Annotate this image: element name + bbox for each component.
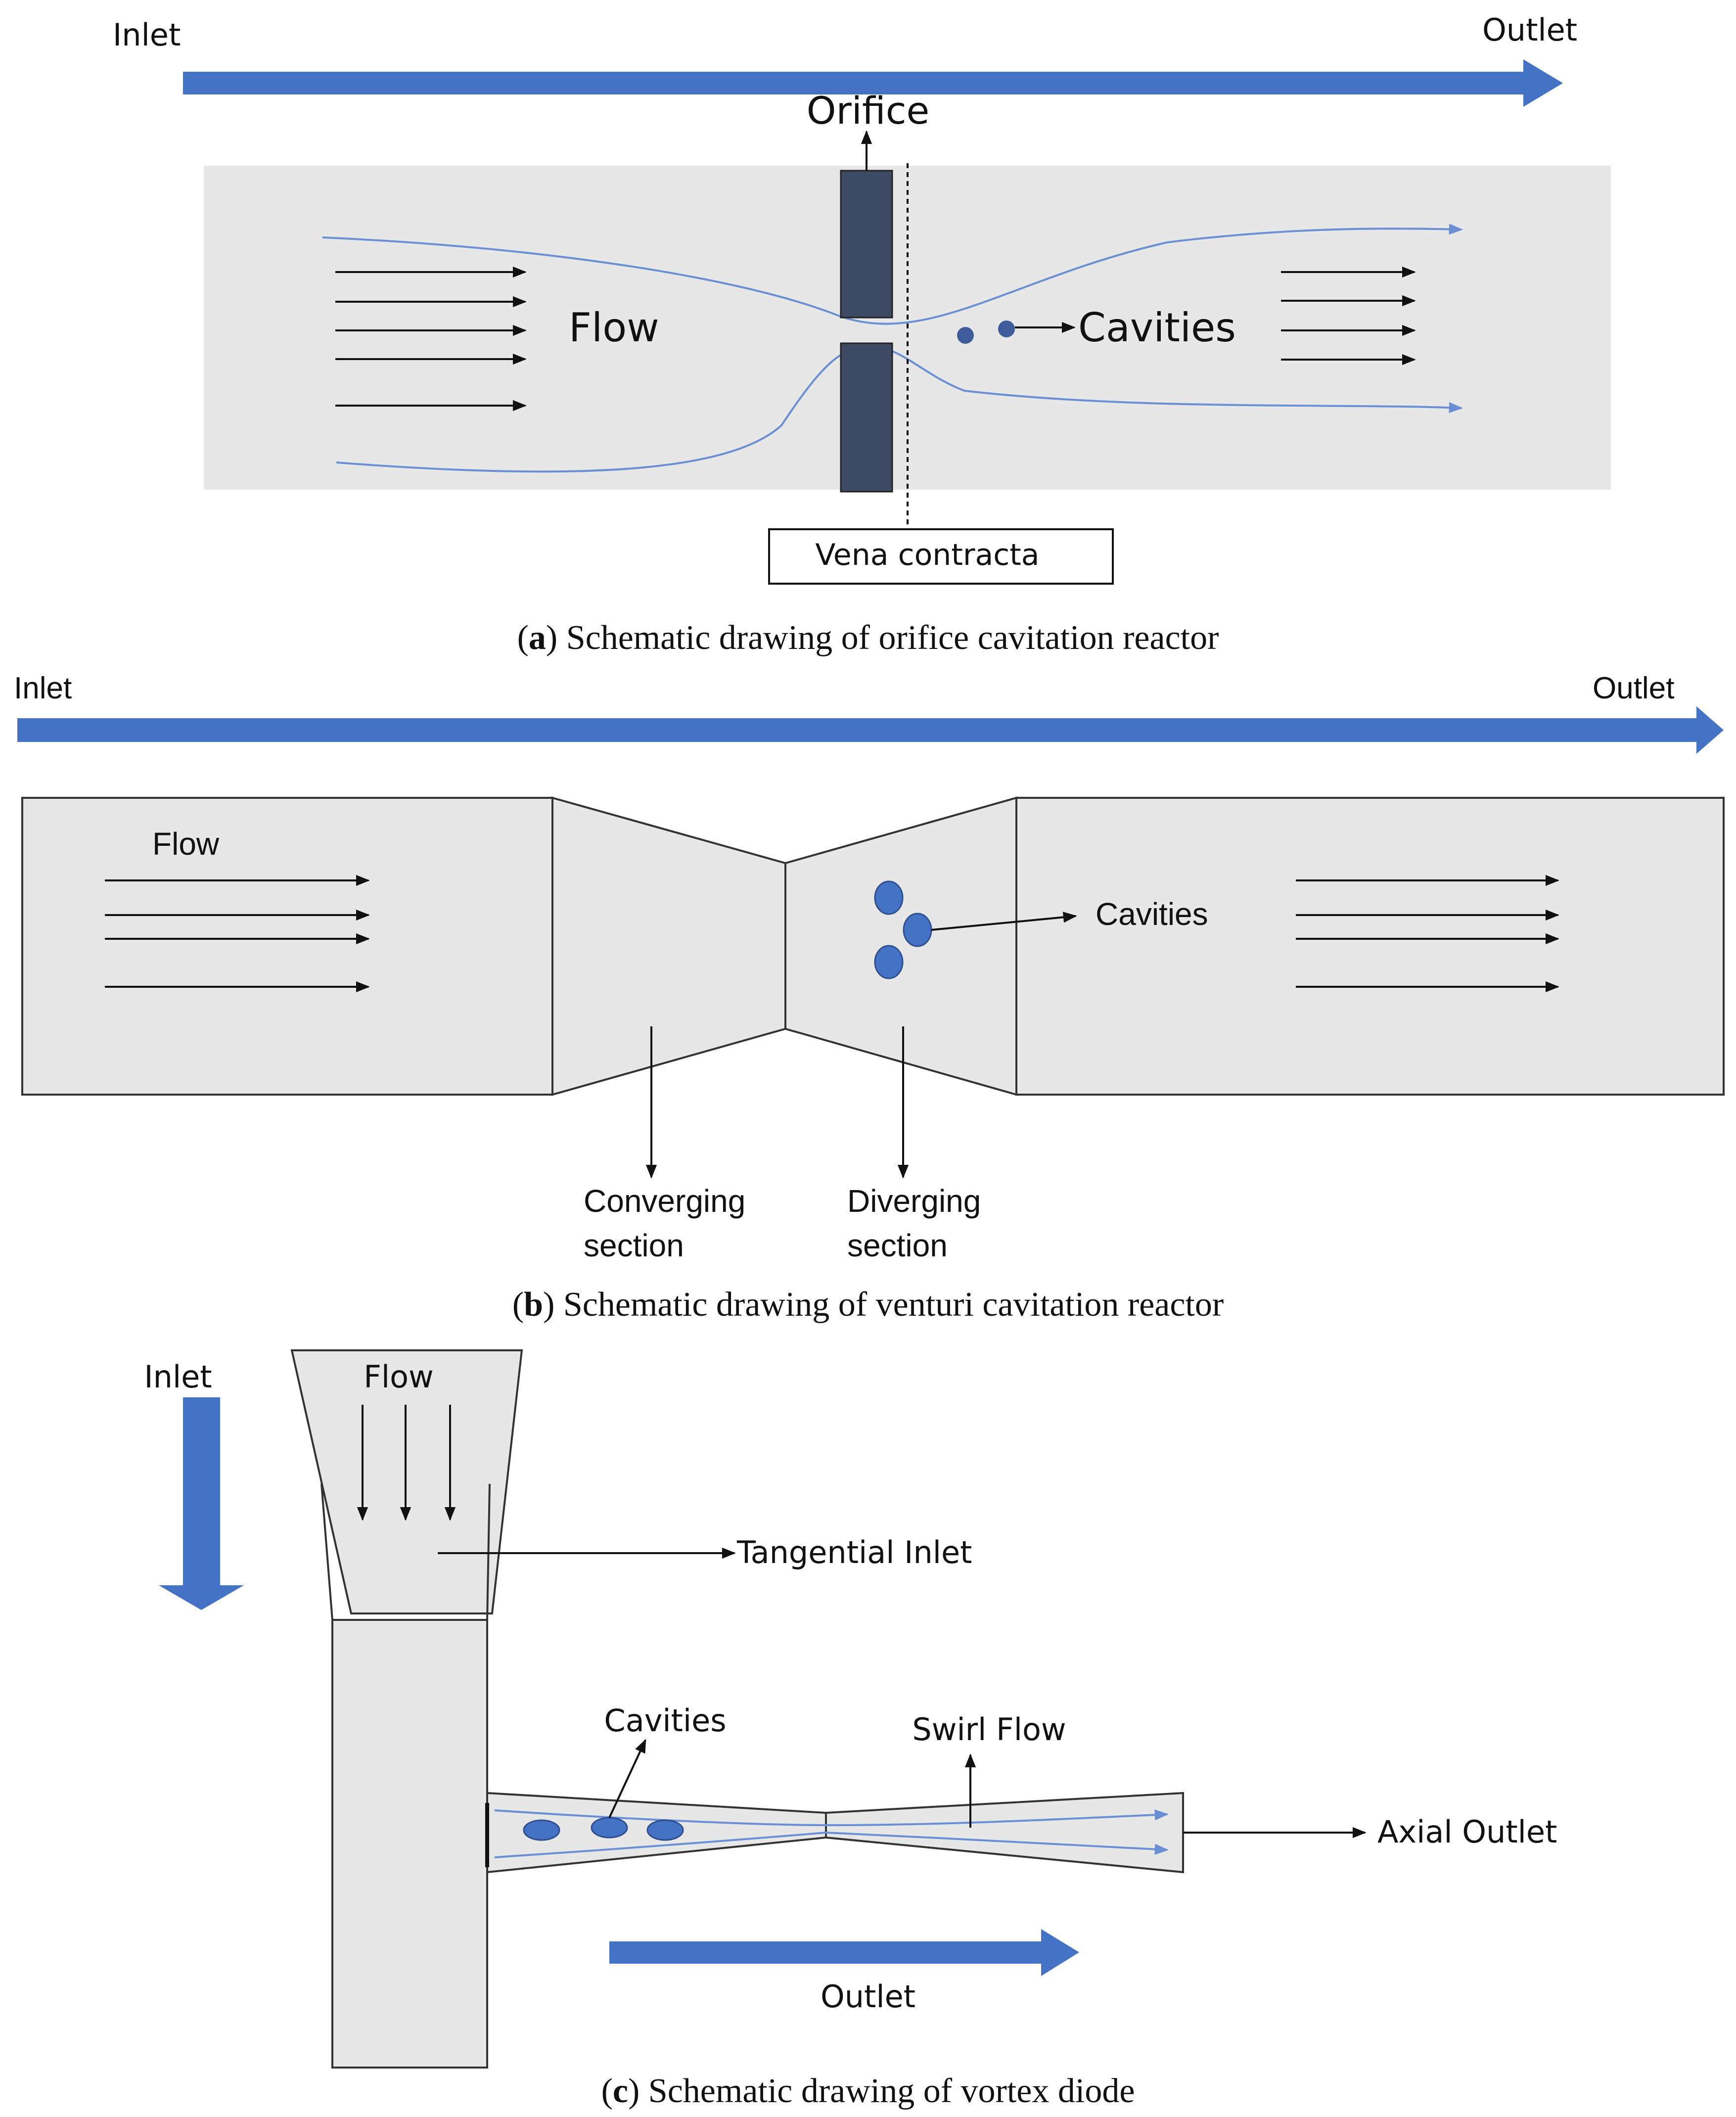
caption-b: (b) Schematic drawing of venturi cavitat… — [512, 1286, 1224, 1324]
swirl-flow-label: Swirl Flow — [912, 1711, 1066, 1748]
outlet-label: Outlet — [1482, 12, 1577, 48]
cavity-bubble — [591, 1817, 628, 1839]
axial-outlet-diverging — [825, 1792, 1184, 1874]
flow-label: Flow — [152, 826, 220, 862]
panel-a-orifice: Inlet Outlet Flow Orifice Vena contracta… — [113, 12, 1611, 657]
outlet-label: Outlet — [1593, 671, 1674, 705]
vena-contracta-box — [768, 528, 1114, 585]
inlet-label: Inlet — [144, 1359, 212, 1395]
diverging-section — [784, 796, 1017, 1096]
vortex-chamber — [331, 1619, 488, 2069]
tangential-inlet-funnel — [290, 1349, 523, 1614]
diverging-label: Diverging — [847, 1183, 981, 1219]
converging-label-2: section — [584, 1228, 684, 1263]
cavity-bubble — [646, 1819, 684, 1841]
venturi-outlet-section — [1015, 797, 1725, 1096]
cavity-bubble — [903, 913, 932, 947]
cavity-bubble — [874, 945, 904, 979]
funnel-side-right — [486, 1483, 491, 1620]
swirl-streamline-upper — [494, 1809, 1169, 1827]
inlet-down-arrow — [159, 1397, 244, 1610]
cavities-label: Cavities — [1096, 896, 1208, 932]
cavity-bubble — [523, 1819, 560, 1841]
inlet-label: Inlet — [14, 671, 72, 705]
cavities-pointer — [608, 1739, 646, 1818]
converging-section — [551, 796, 786, 1096]
inlet-label: Inlet — [113, 17, 181, 53]
orifice-plate-top — [840, 170, 893, 319]
funnel-side-left — [320, 1483, 333, 1620]
venturi-inlet-section — [21, 797, 553, 1096]
vena-contracta-label: Vena contracta — [815, 538, 1039, 572]
swirl-streamline-lower — [494, 1831, 1169, 1858]
diverging-label-2: section — [847, 1228, 948, 1263]
orifice-plate-bottom — [840, 342, 893, 493]
streamline-upper — [322, 224, 1463, 325]
inlet-to-outlet-arrow — [183, 59, 1563, 107]
panel-b-venturi: Inlet Outlet Flow Cavities Converging se… — [14, 671, 1725, 1324]
cavities-label: Cavities — [1078, 305, 1236, 351]
flow-label: Flow — [569, 305, 659, 351]
caption-c: (c) Schematic drawing of vortex diode — [601, 2072, 1135, 2110]
cavities-label: Cavities — [604, 1703, 726, 1739]
outlet-right-arrow — [609, 1929, 1079, 1976]
flow-label: Flow — [364, 1359, 434, 1395]
orifice-label: Orifice — [807, 89, 930, 133]
inlet-to-outlet-arrow — [17, 706, 1724, 754]
caption-a: (a) Schematic drawing of orifice cavitat… — [517, 619, 1219, 657]
panel-c-vortex-diode: Inlet Flow Tangential Inlet Cavities Swi… — [144, 1349, 1557, 2110]
outlet-label: Outlet — [821, 1979, 915, 2015]
tangential-inlet-label: Tangential Inlet — [736, 1534, 972, 1570]
axial-outlet-label: Axial Outlet — [1377, 1814, 1557, 1850]
cavity-bubble — [874, 880, 904, 915]
cavity-bubble — [998, 321, 1015, 337]
cavities-pointer — [931, 912, 1077, 931]
cavity-bubble — [957, 327, 974, 344]
converging-label: Converging — [584, 1183, 745, 1219]
